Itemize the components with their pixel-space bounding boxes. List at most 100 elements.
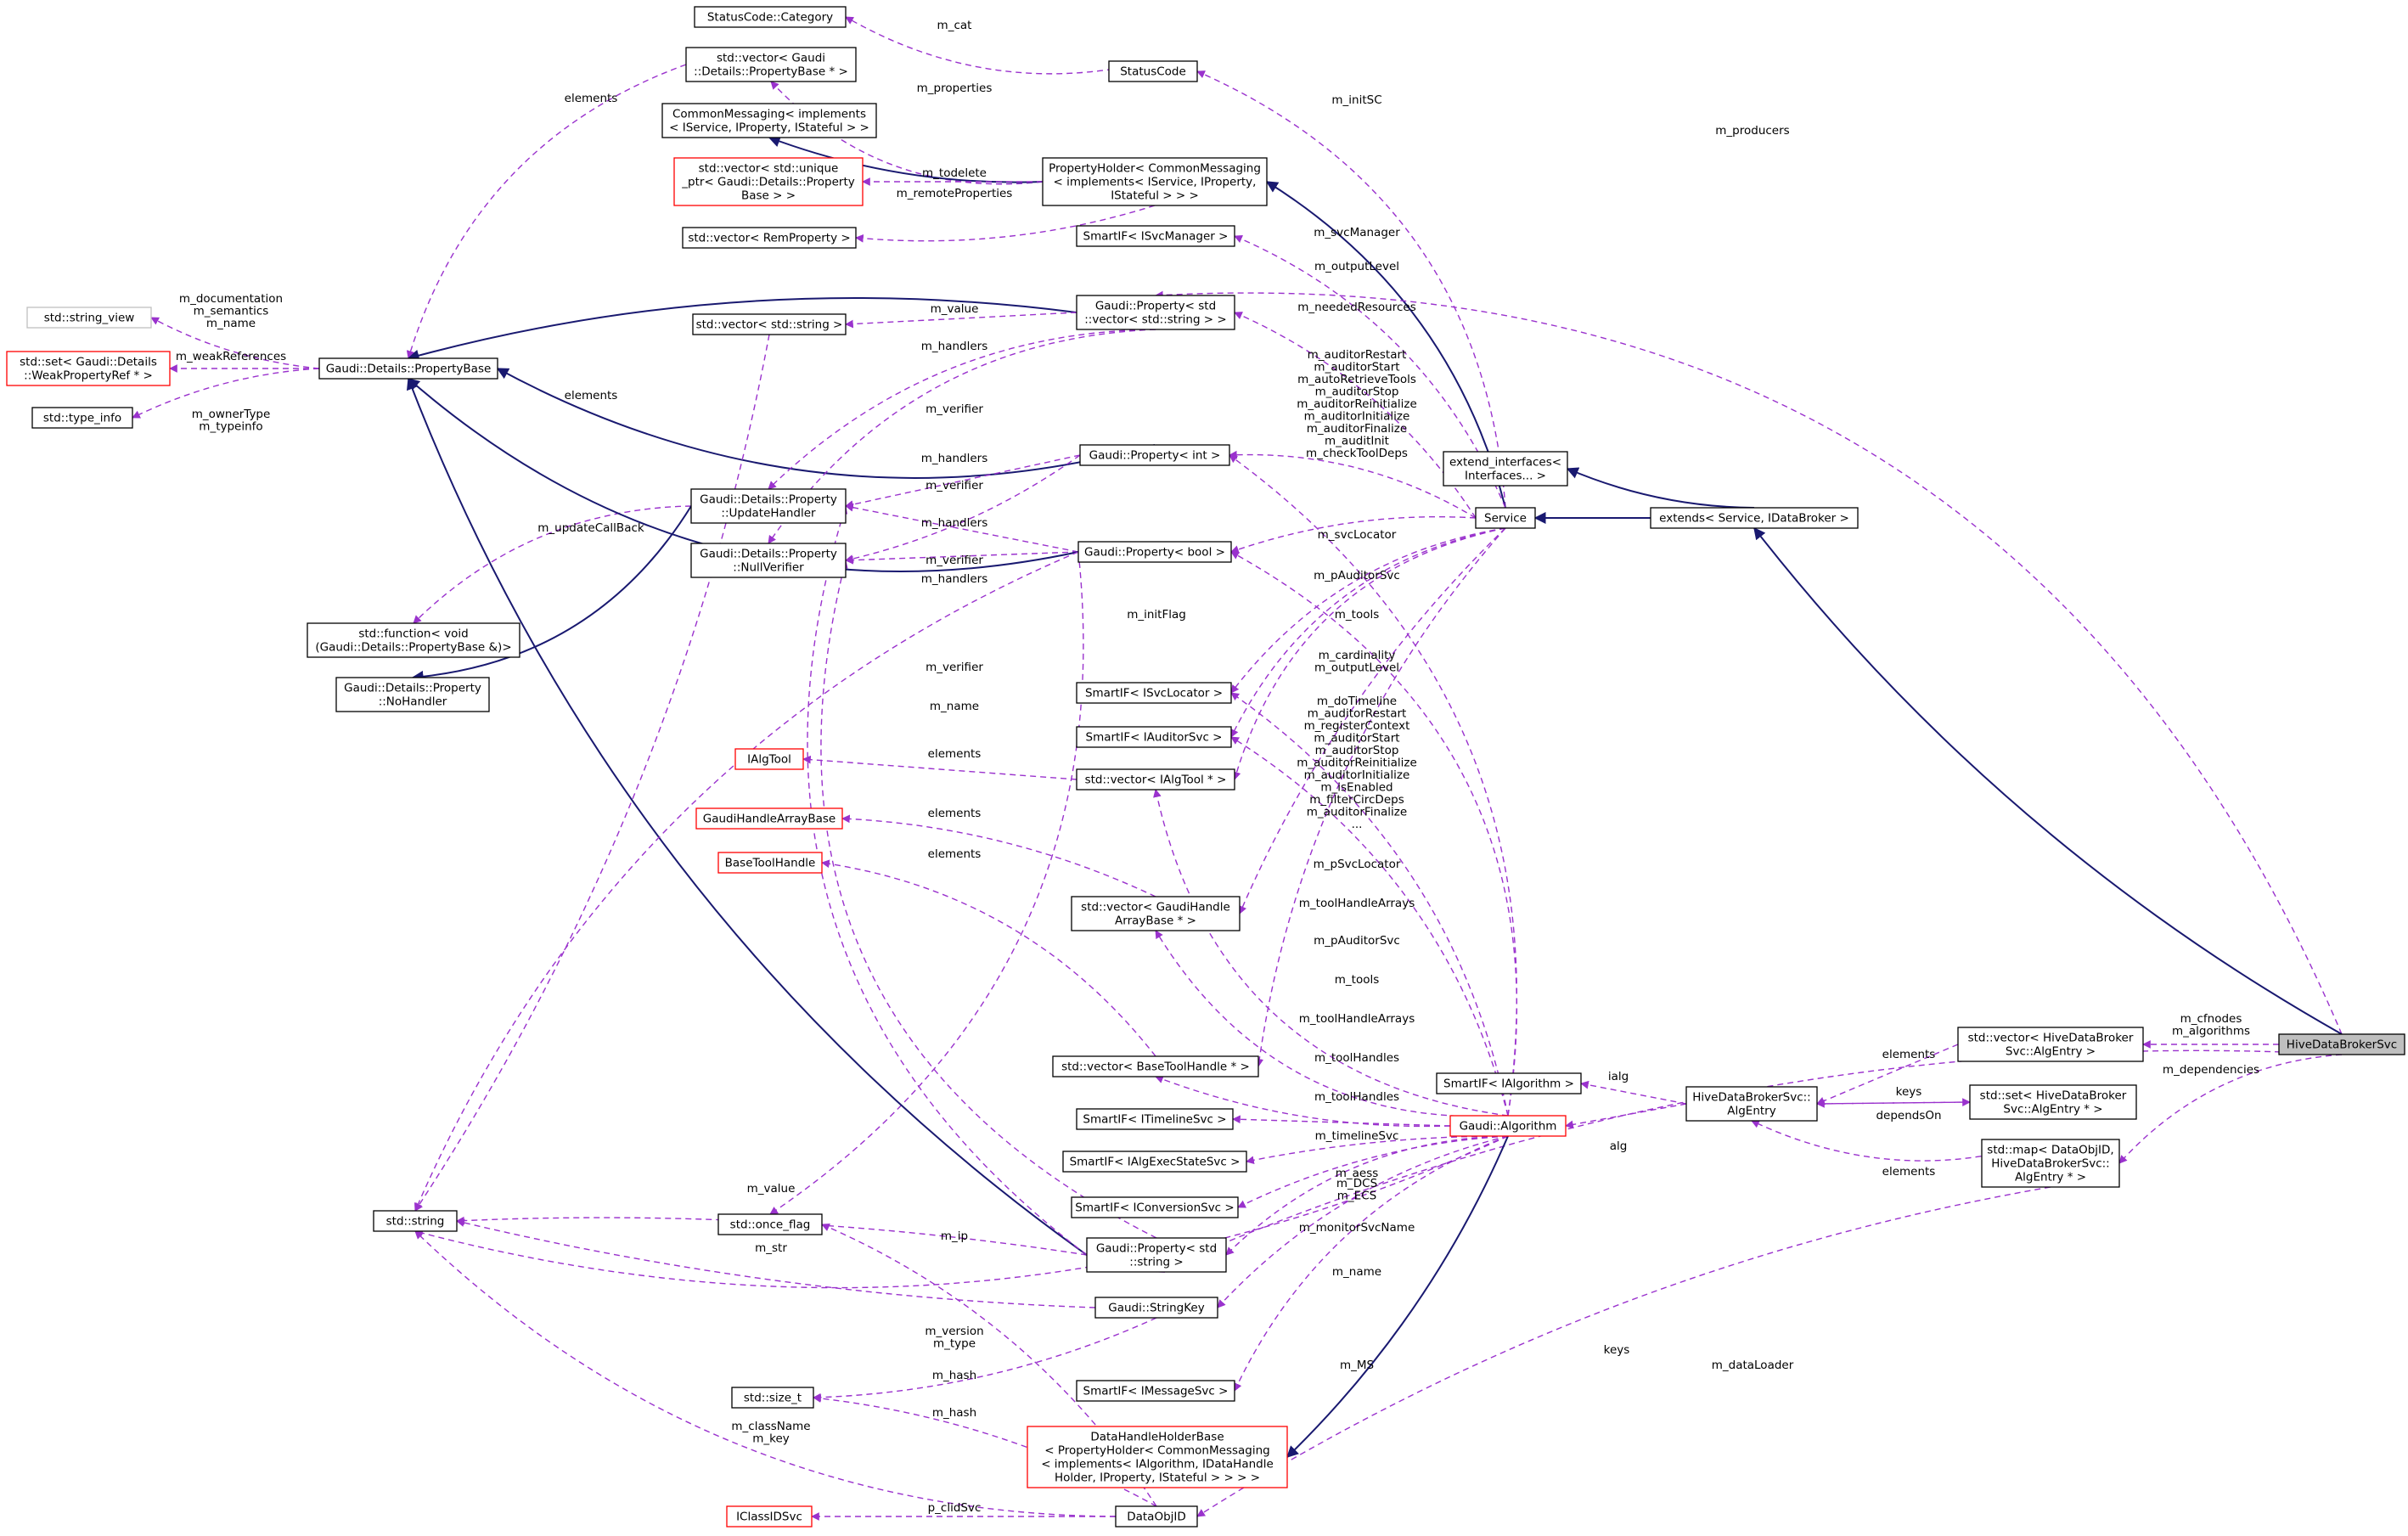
node-label: Gaudi::StringKey [1108, 1302, 1204, 1315]
edge-label: m_auditorFinalize [1307, 806, 1407, 819]
edge-label: m_aess [1336, 1167, 1379, 1180]
edge-label: m_remoteProperties [897, 187, 1013, 200]
edge-label: m_monitorSvcName [1299, 1221, 1415, 1235]
node-std-string[interactable]: std::string [373, 1210, 458, 1232]
node-nohandler[interactable]: Gaudi::Details::Property::NoHandler [335, 677, 490, 712]
node-vec-string[interactable]: std::vector< std::string > [692, 313, 847, 335]
node-vec-remote[interactable]: std::vector< RemProperty > [682, 227, 857, 249]
node-label: SmartIF< IAlgorithm > [1443, 1077, 1574, 1091]
node-smart-msg[interactable]: SmartIF< IMessageSvc > [1076, 1380, 1235, 1402]
usage-edge [768, 329, 1156, 490]
edge-label: elements [928, 847, 982, 861]
node-vec-unique[interactable]: std::vector< std::unique_ptr< Gaudi::Det… [673, 157, 864, 206]
usage-edge [845, 454, 1081, 509]
edge-label: m_hash [932, 1369, 976, 1382]
edge-label: m_MS [1340, 1359, 1374, 1372]
node-statuscode-category[interactable]: StatusCode::Category [694, 6, 847, 28]
node-ialgtool[interactable]: IAlgTool [734, 748, 804, 770]
edge-label: m_doTimeline [1317, 695, 1397, 708]
node-prop-string[interactable]: Gaudi::Property< std::string > [1086, 1237, 1227, 1273]
node-stringkey[interactable]: Gaudi::StringKey [1094, 1297, 1218, 1319]
node-box [1449, 1115, 1567, 1137]
node-type-info[interactable]: std::type_info [31, 407, 133, 429]
node-smart-svcmgr[interactable]: SmartIF< ISvcManager > [1076, 225, 1235, 247]
node-set-algentry[interactable]: std::set< HiveDataBrokerSvc::AlgEntry * … [1969, 1084, 2137, 1120]
node-smart-conv[interactable]: SmartIF< IConversionSvc > [1071, 1196, 1239, 1218]
node-gh-arraybase[interactable]: GaudiHandleArrayBase [695, 807, 843, 830]
edge-label: elements [1882, 1165, 1936, 1179]
node-extends[interactable]: extends< Service, IDataBroker > [1650, 507, 1859, 529]
node-label: Gaudi::Property< std [1095, 300, 1216, 313]
node-smart-ialg[interactable]: SmartIF< IAlgorithm > [1436, 1072, 1582, 1094]
node-label: Service [1484, 512, 1527, 526]
node-ext-ifaces[interactable]: extend_interfaces<Interfaces... > [1443, 451, 1568, 487]
node-propholder[interactable]: PropertyHolder< CommonMessaging< impleme… [1042, 157, 1268, 206]
edge-label: m_tools [1335, 973, 1380, 987]
edge-label: m_verifier [926, 402, 983, 416]
node-iclassid[interactable]: IClassIDSvc [726, 1505, 813, 1528]
node-label: HiveDataBrokerSvc [2287, 1038, 2397, 1052]
node-nullverifier[interactable]: Gaudi::Details::Property::NullVerifier [690, 543, 847, 578]
node-vec-algentry[interactable]: std::vector< HiveDataBrokerSvc::AlgEntry… [1957, 1027, 2144, 1062]
node-algentry[interactable]: HiveDataBrokerSvc::AlgEntry [1685, 1086, 1818, 1122]
usage-edge [845, 503, 1079, 553]
usage-edge [150, 317, 320, 369]
node-label: _ptr< Gaudi::Details::Property [681, 176, 855, 189]
node-size-t[interactable]: std::size_t [731, 1387, 814, 1409]
node-prop-int[interactable]: Gaudi::Property< int > [1079, 444, 1230, 466]
node-once-flag[interactable]: std::once_flag [717, 1213, 823, 1235]
node-statuscode[interactable]: StatusCode [1108, 60, 1198, 82]
node-hive[interactable]: HiveDataBrokerSvc [2278, 1033, 2405, 1055]
usage-edge [414, 1135, 1509, 1289]
node-prop-vecstring[interactable]: Gaudi::Property< std::vector< std::strin… [1076, 295, 1235, 330]
node-label: SmartIF< IMessageSvc > [1083, 1385, 1229, 1398]
edge-label: m_timelineSvc [1315, 1129, 1399, 1143]
node-dhholder[interactable]: DataHandleHolderBase< PropertyHolder< Co… [1027, 1426, 1288, 1488]
node-label: Holder, IProperty, IStateful > > > > [1055, 1471, 1260, 1485]
usage-edge [1155, 290, 2343, 1035]
node-smart-timeline[interactable]: SmartIF< ITimelineSvc > [1076, 1108, 1234, 1130]
node-vec-gharray[interactable]: std::vector< GaudiHandleArrayBase * > [1071, 896, 1241, 931]
node-service[interactable]: Service [1475, 507, 1536, 529]
node-commonmsg[interactable]: CommonMessaging< implements< IService, I… [661, 103, 877, 138]
node-label: std::set< HiveDataBroker [1980, 1089, 2127, 1103]
node-set-weakref[interactable]: std::set< Gaudi::Details::WeakPropertyRe… [6, 351, 171, 386]
node-propbase[interactable]: Gaudi::Details::PropertyBase [318, 357, 498, 380]
node-box [717, 1213, 823, 1235]
node-label: Svc::AlgEntry > [2006, 1045, 2096, 1059]
edge-label: m_autoRetrieveTools [1297, 373, 1416, 386]
node-std-function[interactable]: std::function< void(Gaudi::Details::Prop… [307, 622, 520, 658]
node-box [1650, 507, 1859, 529]
node-vec-propbase[interactable]: std::vector< Gaudi::Details::PropertyBas… [685, 47, 857, 82]
node-map-dataobj[interactable]: std::map< DataObjID,HiveDataBrokerSvc::A… [1981, 1139, 2120, 1188]
edge-label: keys [1604, 1343, 1630, 1357]
edge-label: m_ECS [1337, 1190, 1376, 1203]
node-label: std::vector< GaudiHandle [1081, 901, 1230, 914]
usage-edge [1230, 515, 1477, 554]
node-prop-bool[interactable]: Gaudi::Property< bool > [1077, 541, 1232, 563]
edge-label: m_initSC [1331, 93, 1381, 107]
node-vec-ialgtool[interactable]: std::vector< IAlgTool * > [1076, 768, 1235, 791]
node-label: < IService, IProperty, IStateful > > [669, 121, 869, 135]
node-smart-aess[interactable]: SmartIF< IAlgExecStateSvc > [1062, 1151, 1247, 1173]
node-vec-basetool[interactable]: std::vector< BaseToolHandle * > [1052, 1055, 1259, 1077]
edge-label: m_documentation [179, 292, 283, 306]
edge-label: m_auditorStop [1315, 385, 1399, 399]
node-smart-auditor[interactable]: SmartIF< IAuditorSvc > [1076, 726, 1232, 748]
node-smart-svcloc[interactable]: SmartIF< ISvcLocator > [1076, 682, 1232, 704]
edge-label: m_pSvcLocator [1314, 858, 1401, 871]
node-updatehandler[interactable]: Gaudi::Details::Property::UpdateHandler [690, 488, 847, 524]
edge-label: m_auditorInitialize [1304, 768, 1410, 782]
edge-label: m_version [925, 1325, 983, 1338]
usage-edge [841, 814, 1156, 897]
node-label: ::NoHandler [379, 695, 447, 709]
node-basetoolhandle[interactable]: BaseToolHandle [717, 852, 823, 874]
edge-label: m_outputLevel [1314, 661, 1399, 675]
node-label: std::vector< BaseToolHandle * > [1061, 1061, 1250, 1074]
node-box [1076, 726, 1232, 748]
edge-label: elements [928, 747, 982, 761]
edge-label: m_auditorInitialize [1304, 410, 1410, 424]
node-dataobjid[interactable]: DataObjID [1115, 1505, 1198, 1528]
node-algorithm[interactable]: Gaudi::Algorithm [1449, 1115, 1567, 1137]
node-string-view[interactable]: std::string_view [26, 307, 152, 329]
